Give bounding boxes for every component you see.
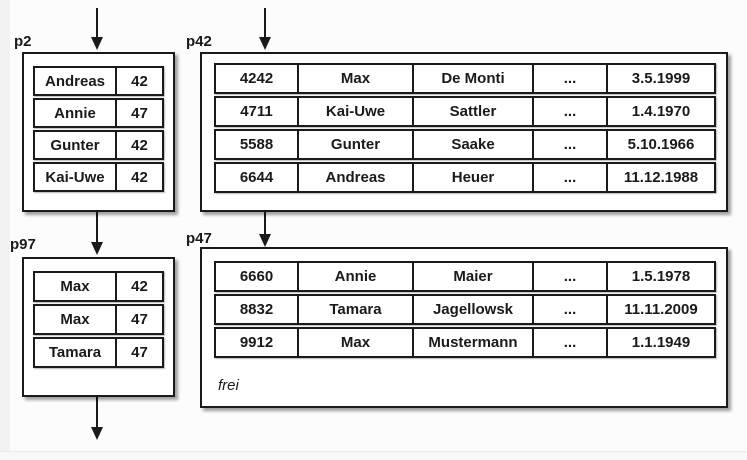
table-row: Tamara 47 — [33, 337, 164, 368]
table-row: Kai-Uwe 42 — [33, 162, 164, 192]
table-cell: 47 — [131, 344, 148, 361]
page-label-p47: p47 — [186, 230, 212, 247]
table-cell: ... — [534, 131, 608, 158]
table-cell: 5.10.1966 — [627, 136, 695, 153]
arrow-p42-to-p47 — [264, 211, 266, 235]
table-cell: Max — [299, 65, 414, 92]
arrow-p42-to-p47-head — [259, 234, 271, 247]
table-cell: Mustermann — [414, 329, 534, 356]
table-cell: Gunter — [299, 131, 414, 158]
table-cell: Maier — [414, 263, 534, 290]
arrow-into-p42 — [264, 8, 266, 38]
free-space-label: frei — [218, 377, 239, 394]
arrow-p2-to-p97 — [96, 211, 98, 243]
page-left-margin — [0, 0, 10, 452]
table-cell: 47 — [131, 311, 148, 328]
table-row: Andreas 42 — [33, 66, 164, 96]
table-cell: 11.12.1988 — [623, 169, 699, 186]
table-cell: 3.5.1999 — [631, 70, 691, 87]
arrow-into-p2 — [96, 8, 98, 38]
table-cell: ... — [534, 296, 608, 323]
table-row: Annie 47 — [33, 98, 164, 128]
table-cell: Annie — [35, 100, 117, 126]
table-cell: Heuer — [414, 164, 534, 191]
table-cell: Sattler — [414, 98, 534, 125]
table-cell: 1.4.1970 — [631, 103, 691, 120]
table-cell: ... — [534, 329, 608, 356]
table-cell: De Monti — [414, 65, 534, 92]
table-cell: Gunter — [35, 132, 117, 158]
arrow-p2-to-p97-head — [91, 242, 103, 255]
table-cell: Tamara — [35, 339, 117, 366]
table-cell: ... — [534, 263, 608, 290]
table-cell: 9912 — [216, 329, 299, 356]
table-row: Max 47 — [33, 304, 164, 335]
page-label-p42: p42 — [186, 33, 212, 50]
table-cell: Andreas — [299, 164, 414, 191]
arrow-into-p42-head — [259, 37, 271, 50]
table-cell: ... — [534, 164, 608, 191]
table-cell: Tamara — [299, 296, 414, 323]
table-cell: Max — [35, 273, 117, 300]
table-cell: 1.5.1978 — [631, 268, 691, 285]
page-label-p97: p97 — [10, 236, 36, 253]
table-cell: 4711 — [216, 98, 299, 125]
table-cell: 42 — [131, 278, 148, 295]
table-cell: 11.11.2009 — [624, 301, 698, 318]
page-bottom-margin — [0, 451, 747, 460]
page-label-p2: p2 — [14, 33, 32, 50]
table-cell: Max — [35, 306, 117, 333]
arrow-into-p2-head — [91, 37, 103, 50]
table-row: Max 42 — [33, 271, 164, 302]
table-row: Gunter 42 — [33, 130, 164, 160]
table-cell: Max — [299, 329, 414, 356]
table-cell: 47 — [131, 104, 148, 122]
table-cell: 6660 — [216, 263, 299, 290]
table-cell: ... — [534, 98, 608, 125]
table-cell: 4242 — [216, 65, 299, 92]
table-cell: 5588 — [216, 131, 299, 158]
arrow-out-of-p97-head — [91, 427, 103, 440]
table-cell: Kai-Uwe — [35, 164, 117, 190]
table-cell: 42 — [131, 168, 148, 186]
table-cell: Annie — [299, 263, 414, 290]
table-cell: 8832 — [216, 296, 299, 323]
table-cell: 1.1.1949 — [631, 334, 691, 351]
table-cell: 42 — [131, 72, 148, 90]
table-cell: 6644 — [216, 164, 299, 191]
table-cell: Saake — [414, 131, 534, 158]
arrow-out-of-p97 — [96, 397, 98, 428]
table-cell: 42 — [131, 136, 148, 154]
table-cell: ... — [534, 65, 608, 92]
table-cell: Kai-Uwe — [299, 98, 414, 125]
table-cell: Jagellowsk — [414, 296, 534, 323]
table-cell: Andreas — [35, 68, 117, 94]
